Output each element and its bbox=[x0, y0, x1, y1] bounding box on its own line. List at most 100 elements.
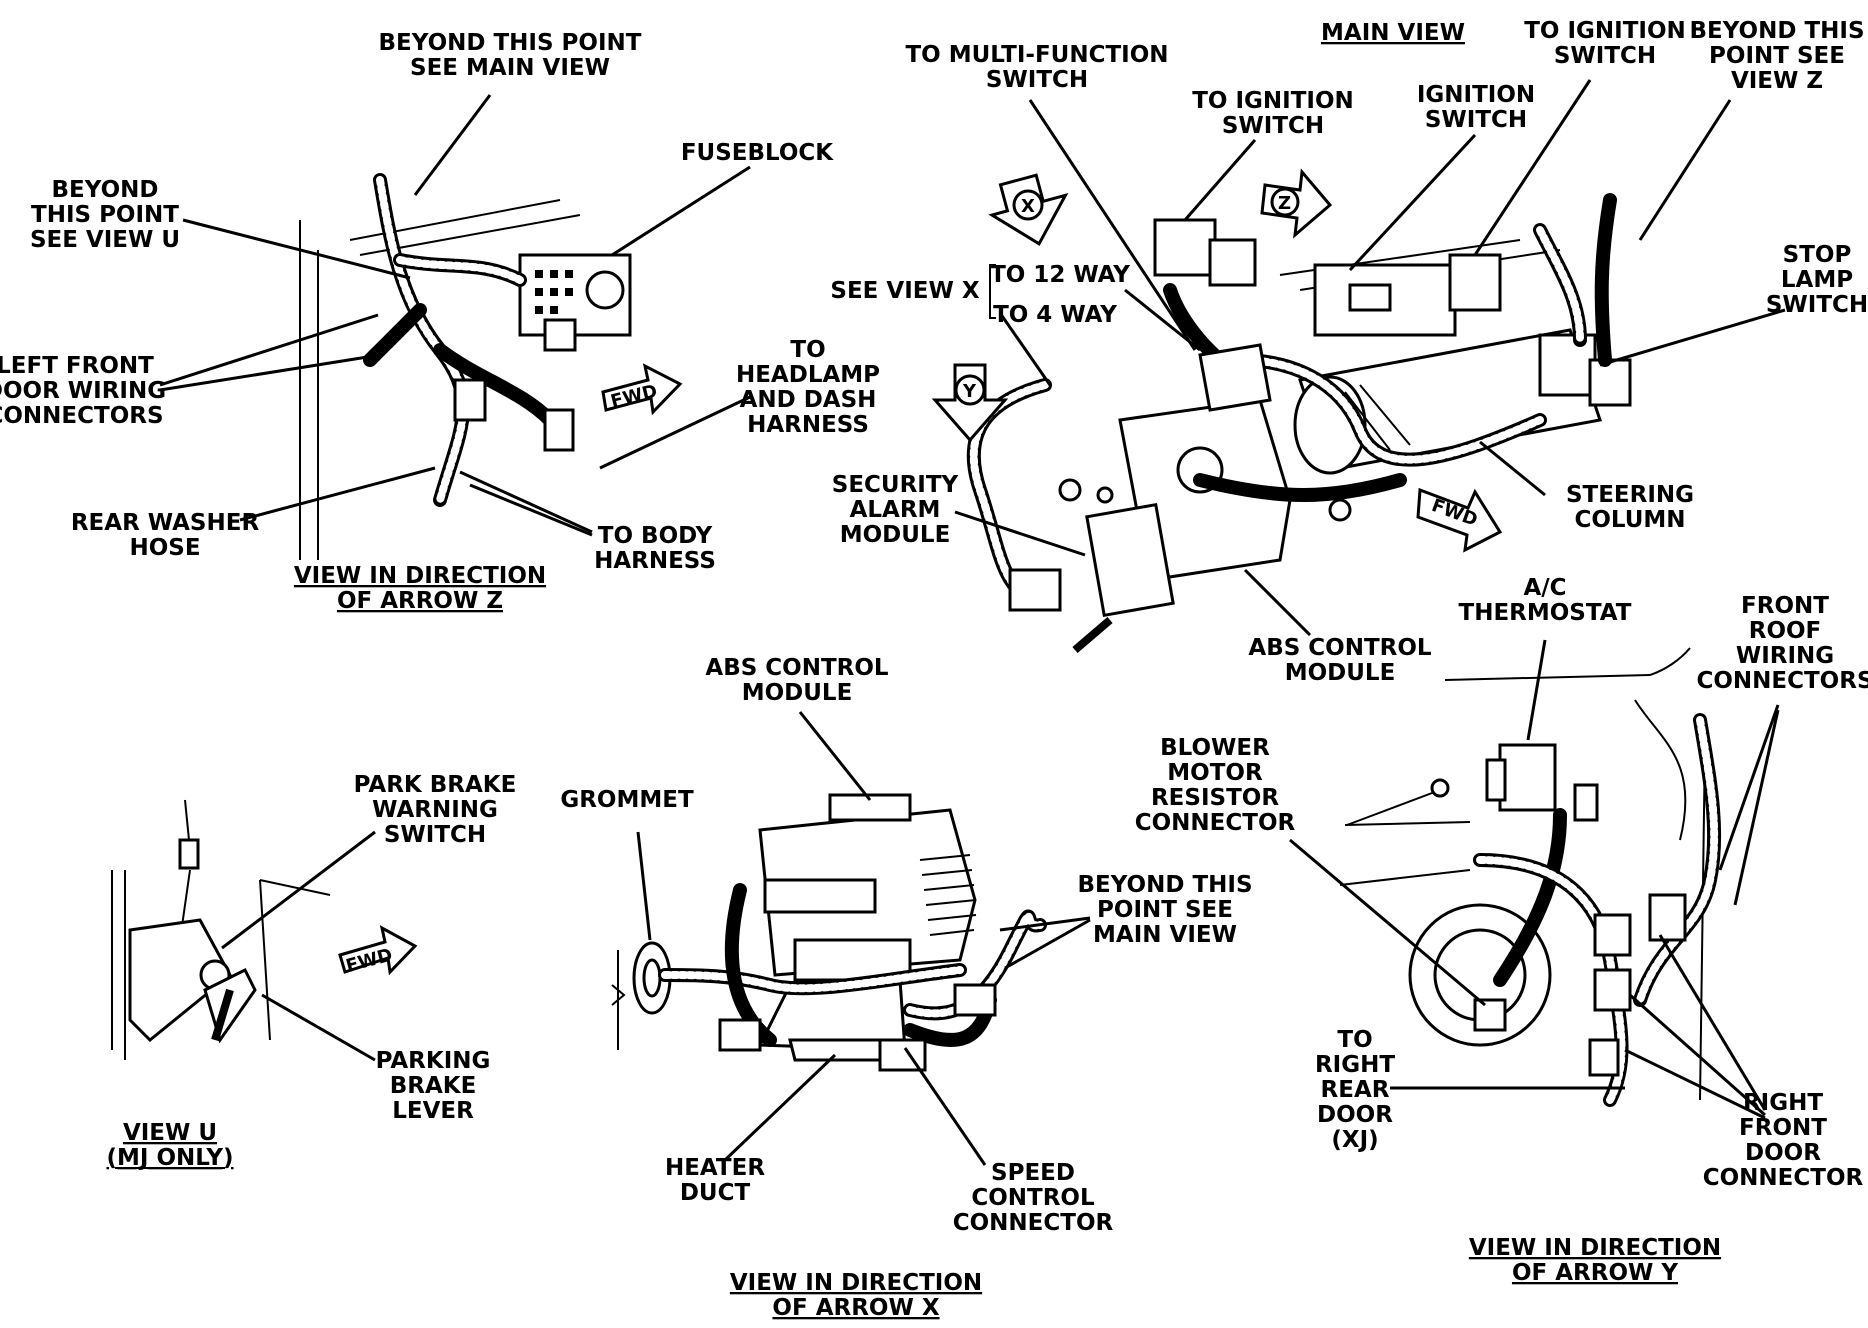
svg-text:BLOWER: BLOWER bbox=[1160, 735, 1270, 761]
svg-text:SWITCH: SWITCH bbox=[1425, 107, 1527, 133]
arrow-x bbox=[988, 173, 1069, 246]
svg-text:TO 12 WAY: TO 12 WAY bbox=[990, 262, 1130, 288]
label-security-alarm: SECURITY ALARM MODULE bbox=[832, 472, 959, 548]
svg-text:ABS CONTROL: ABS CONTROL bbox=[1248, 635, 1432, 661]
svg-text:BEYOND THIS: BEYOND THIS bbox=[1689, 18, 1864, 44]
label-blower-motor: BLOWER MOTOR RESISTOR CONNECTOR bbox=[1135, 735, 1296, 836]
label-ignition-switch: IGNITION SWITCH bbox=[1417, 82, 1535, 133]
svg-text:VIEW Z: VIEW Z bbox=[1731, 68, 1823, 94]
svg-text:MAIN VIEW: MAIN VIEW bbox=[1093, 922, 1237, 948]
svg-text:THERMOSTAT: THERMOSTAT bbox=[1459, 600, 1632, 626]
label-fuseblock: FUSEBLOCK bbox=[681, 140, 834, 166]
caption-view-y: VIEW IN DIRECTION OF ARROW Y bbox=[1469, 1235, 1721, 1286]
label-grommet: GROMMET bbox=[560, 787, 694, 813]
svg-text:TO MULTI-FUNCTION: TO MULTI-FUNCTION bbox=[905, 42, 1168, 68]
svg-text:SWITCH: SWITCH bbox=[986, 67, 1088, 93]
svg-text:TO BODY: TO BODY bbox=[598, 523, 713, 549]
svg-text:BEYOND THIS POINT: BEYOND THIS POINT bbox=[379, 30, 642, 56]
svg-text:CONNECTORS: CONNECTORS bbox=[1696, 668, 1868, 694]
svg-text:PARKING: PARKING bbox=[376, 1048, 491, 1074]
label-heater-duct: HEATER DUCT bbox=[665, 1155, 765, 1206]
svg-text:DOOR: DOOR bbox=[1745, 1140, 1821, 1166]
svg-text:Z: Z bbox=[1278, 193, 1291, 214]
svg-text:WARNING: WARNING bbox=[372, 797, 498, 823]
label-parking-brake-lever: PARKING BRAKE LEVER bbox=[376, 1048, 491, 1124]
svg-text:STEERING: STEERING bbox=[1566, 482, 1694, 508]
svg-text:TO 4 WAY: TO 4 WAY bbox=[993, 302, 1117, 328]
fwd-arrow-z: FWD bbox=[601, 363, 683, 416]
svg-text:POINT SEE: POINT SEE bbox=[1097, 897, 1233, 923]
view-x bbox=[611, 793, 1047, 1072]
svg-text:HARNESS: HARNESS bbox=[594, 548, 716, 574]
label-beyond-view-u: BEYOND THIS POINT SEE VIEW U bbox=[30, 177, 180, 253]
caption-view-z: VIEW IN DIRECTION OF ARROW Z bbox=[294, 563, 546, 614]
svg-text:SWITCH: SWITCH bbox=[1222, 113, 1324, 139]
label-rear-washer-hose: REAR WASHER HOSE bbox=[71, 510, 260, 561]
svg-text:FWD: FWD bbox=[344, 945, 395, 977]
label-beyond-view-z: BEYOND THIS POINT SEE VIEW Z bbox=[1689, 18, 1864, 94]
label-park-brake-switch: PARK BRAKE WARNING SWITCH bbox=[354, 772, 517, 848]
svg-text:LAMP: LAMP bbox=[1781, 267, 1853, 293]
label-stop-lamp-switch: STOP LAMP SWITCH bbox=[1766, 242, 1868, 318]
svg-text:COLUMN: COLUMN bbox=[1574, 507, 1685, 533]
svg-text:LEVER: LEVER bbox=[392, 1098, 474, 1124]
svg-text:MAIN VIEW: MAIN VIEW bbox=[1321, 20, 1465, 46]
svg-text:TO: TO bbox=[1337, 1027, 1372, 1053]
view-u bbox=[111, 799, 331, 1060]
label-speed-control: SPEED CONTROL CONNECTOR bbox=[953, 1160, 1114, 1236]
svg-text:AND DASH: AND DASH bbox=[740, 387, 877, 413]
label-right-front-door: RIGHT FRONT DOOR CONNECTOR bbox=[1703, 1090, 1864, 1191]
label-headlamp-harness: TO HEADLAMP AND DASH HARNESS bbox=[736, 337, 880, 438]
svg-text:HEADLAMP: HEADLAMP bbox=[736, 362, 880, 388]
svg-text:TO IGNITION: TO IGNITION bbox=[1192, 88, 1354, 114]
label-multi-function: TO MULTI-FUNCTION SWITCH bbox=[905, 42, 1168, 93]
svg-text:VIEW U: VIEW U bbox=[123, 1120, 217, 1146]
label-abs-control-x: ABS CONTROL MODULE bbox=[705, 655, 889, 706]
ac-thermostat-part bbox=[1498, 743, 1557, 812]
svg-text:WIRING: WIRING bbox=[1736, 643, 1834, 669]
svg-text:RIGHT: RIGHT bbox=[1315, 1052, 1395, 1078]
caption-view-x: VIEW IN DIRECTION OF ARROW X bbox=[730, 1270, 982, 1321]
label-to-ignition-left: TO IGNITION SWITCH bbox=[1192, 88, 1354, 139]
svg-text:TO IGNITION: TO IGNITION bbox=[1524, 18, 1686, 44]
label-ac-thermostat: A/C THERMOSTAT bbox=[1459, 575, 1632, 626]
svg-text:HEATER: HEATER bbox=[665, 1155, 765, 1181]
svg-text:RIGHT: RIGHT bbox=[1743, 1090, 1823, 1116]
svg-text:CONNECTOR: CONNECTOR bbox=[953, 1210, 1114, 1236]
svg-text:DUCT: DUCT bbox=[680, 1180, 751, 1206]
svg-text:VIEW IN DIRECTION: VIEW IN DIRECTION bbox=[1469, 1235, 1721, 1261]
svg-text:FUSEBLOCK: FUSEBLOCK bbox=[681, 140, 834, 166]
svg-text:ALARM: ALARM bbox=[850, 497, 941, 523]
svg-text:SWITCH: SWITCH bbox=[384, 822, 486, 848]
svg-text:DOOR: DOOR bbox=[1317, 1102, 1393, 1128]
svg-text:SEE MAIN VIEW: SEE MAIN VIEW bbox=[410, 55, 610, 81]
svg-text:PARK BRAKE: PARK BRAKE bbox=[354, 772, 517, 798]
svg-text:GROMMET: GROMMET bbox=[560, 787, 694, 813]
label-beyond-main-z: BEYOND THIS POINT SEE MAIN VIEW bbox=[379, 30, 642, 81]
svg-text:SPEED: SPEED bbox=[991, 1160, 1075, 1186]
svg-text:ROOF: ROOF bbox=[1749, 618, 1822, 644]
svg-text:STOP: STOP bbox=[1783, 242, 1852, 268]
security-module-part bbox=[1085, 502, 1175, 618]
label-steering-column: STEERING COLUMN bbox=[1566, 482, 1694, 533]
svg-text:SEE VIEW U: SEE VIEW U bbox=[30, 227, 180, 253]
svg-text:REAR WASHER: REAR WASHER bbox=[71, 510, 260, 536]
label-body-harness: TO BODY HARNESS bbox=[594, 523, 716, 574]
label-abs-control-main: ABS CONTROL MODULE bbox=[1248, 635, 1432, 686]
svg-text:HARNESS: HARNESS bbox=[747, 412, 869, 438]
svg-text:CONTROL: CONTROL bbox=[971, 1185, 1095, 1211]
svg-text:MOTOR: MOTOR bbox=[1167, 760, 1263, 786]
svg-text:FRONT: FRONT bbox=[1739, 1115, 1827, 1141]
arrow-z bbox=[1260, 168, 1333, 239]
label-beyond-main-x: BEYOND THIS POINT SEE MAIN VIEW bbox=[1077, 872, 1252, 948]
svg-text:(XJ): (XJ) bbox=[1331, 1127, 1378, 1153]
svg-text:CONNECTOR: CONNECTOR bbox=[1135, 810, 1296, 836]
caption-view-u: VIEW U (MJ ONLY) bbox=[106, 1120, 233, 1171]
svg-text:FRONT: FRONT bbox=[1741, 593, 1829, 619]
svg-text:VIEW IN DIRECTION: VIEW IN DIRECTION bbox=[294, 563, 546, 589]
fwd-arrow-main: FWD bbox=[1416, 487, 1503, 553]
svg-text:CONNECTOR: CONNECTOR bbox=[1703, 1165, 1864, 1191]
svg-text:SWITCH: SWITCH bbox=[1554, 43, 1656, 69]
svg-text:BEYOND THIS: BEYOND THIS bbox=[1077, 872, 1252, 898]
